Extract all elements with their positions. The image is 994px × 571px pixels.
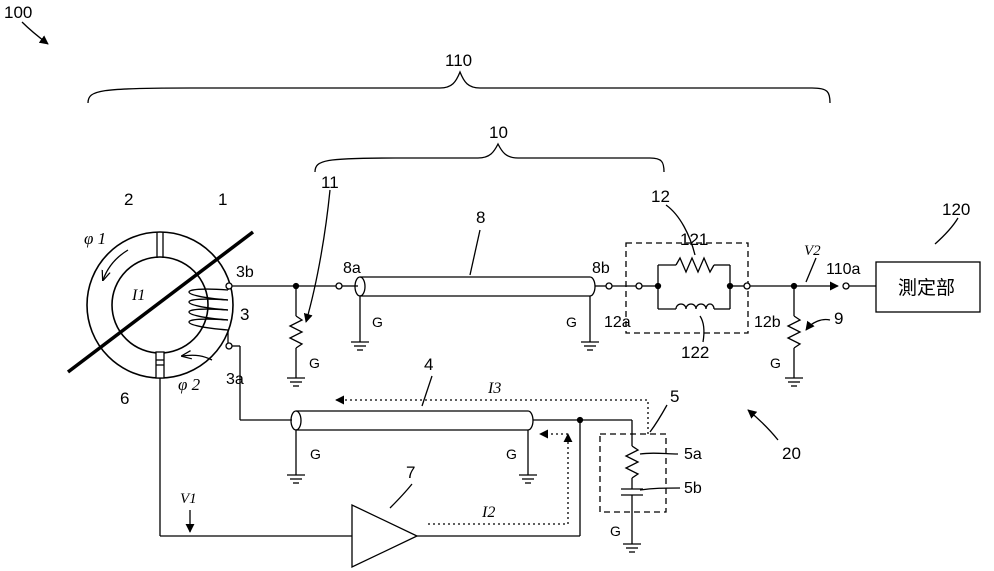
amplifier-7	[351, 503, 419, 569]
conductor	[66, 230, 255, 374]
label-120: 120	[942, 200, 970, 219]
termination-resistor-5a	[624, 445, 640, 479]
terminal-12b	[743, 282, 751, 290]
ground-label: G	[506, 446, 517, 462]
resistor-9	[786, 315, 802, 349]
resistor-11	[288, 315, 304, 349]
flux-phi1-arrow	[103, 249, 129, 280]
current-I3-path	[335, 395, 649, 434]
circuit-20-pointer	[747, 409, 779, 441]
label-3a: 3a	[226, 371, 244, 388]
terminal-110a	[842, 282, 850, 290]
label-8b: 8b	[592, 260, 610, 277]
label-3b: 3b	[236, 264, 254, 281]
label-11: 11	[321, 173, 339, 192]
label-7: 7	[406, 463, 415, 482]
label-8a: 8a	[343, 260, 361, 277]
coaxial-cable-8	[351, 276, 599, 351]
label-I2: I2	[481, 504, 495, 521]
brace-110	[87, 70, 831, 104]
terminal-12a	[635, 282, 643, 290]
label-3: 3	[240, 305, 249, 324]
ground-label: G	[566, 314, 577, 330]
label-122: 122	[681, 343, 709, 362]
label-121: 121	[680, 230, 708, 249]
label-110a: 110a	[826, 261, 861, 278]
label-phi2: φ 2	[178, 375, 201, 394]
label-5b: 5b	[684, 480, 702, 497]
ground-label: G	[610, 523, 621, 539]
terminal-3a	[225, 342, 233, 350]
system-pointer	[21, 21, 49, 45]
ground-label: G	[310, 446, 321, 462]
label-5a: 5a	[684, 446, 702, 463]
ground-symbol	[287, 377, 305, 387]
ground-label: G	[309, 355, 320, 371]
label-9: 9	[834, 309, 843, 328]
brace-10	[314, 142, 665, 173]
termination-box	[599, 433, 667, 513]
label-I3: I3	[487, 380, 501, 397]
ground-label: G	[770, 355, 781, 371]
label-phi1: φ 1	[84, 229, 106, 248]
label-V1: V1	[180, 491, 197, 507]
coaxial-cable-4	[287, 410, 537, 484]
flux-phi2-arrow	[182, 355, 213, 361]
label-6: 6	[120, 389, 129, 408]
terminal-3b	[225, 282, 233, 290]
meter-box	[875, 261, 981, 313]
meter-label: 測定部	[898, 277, 955, 299]
terminal-8b	[605, 282, 613, 290]
terminal-8a	[335, 282, 343, 290]
ground-label: G	[372, 314, 383, 330]
label-12a: 12a	[604, 314, 631, 331]
label-12b: 12b	[754, 314, 781, 331]
hall-sensor	[155, 351, 165, 379]
label-12: 12	[651, 187, 670, 206]
label-8: 8	[476, 208, 485, 227]
label-4: 4	[424, 355, 433, 374]
label-2: 2	[124, 190, 133, 209]
label-V2: V2	[804, 243, 821, 259]
label-100: 100	[4, 3, 32, 22]
filter-box	[625, 242, 749, 334]
label-1: 1	[218, 190, 227, 209]
coil-winding	[188, 283, 229, 345]
input-resistor-pointer	[303, 189, 331, 323]
label-110: 110	[445, 51, 472, 70]
label-20: 20	[782, 444, 801, 463]
filter-inductor-122	[675, 303, 715, 310]
current-I2-path	[428, 433, 573, 525]
label-I1: I1	[131, 287, 145, 304]
label-10: 10	[489, 123, 508, 142]
filter-resistor-121	[675, 256, 715, 274]
label-5: 5	[670, 387, 679, 406]
